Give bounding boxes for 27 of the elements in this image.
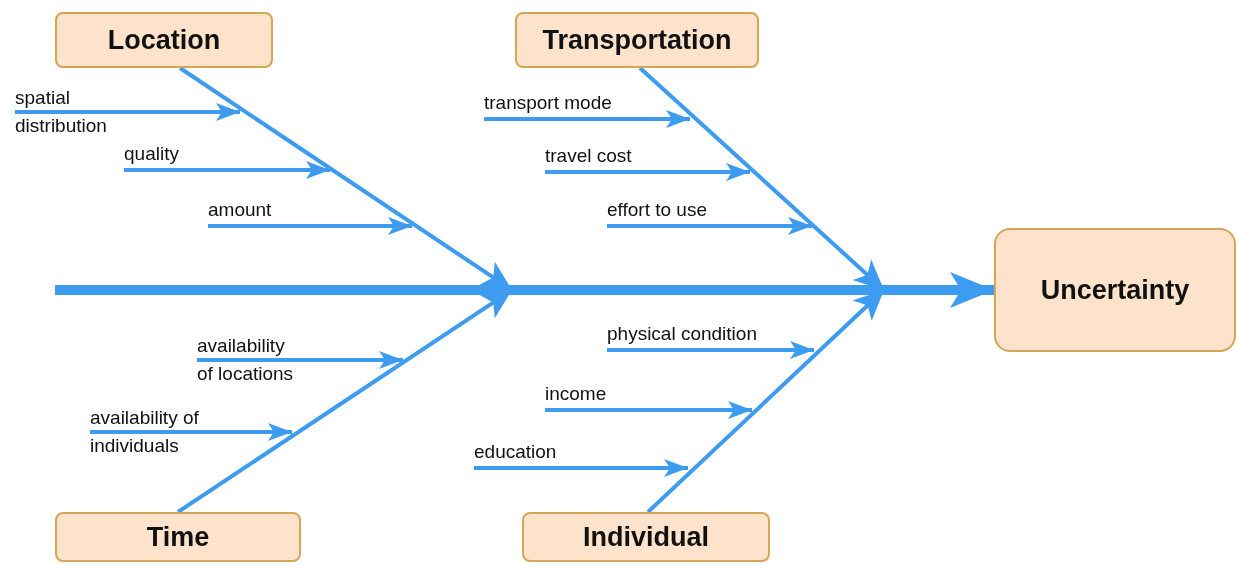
category-box: Uncertainty <box>994 228 1236 352</box>
arrow <box>484 110 690 128</box>
cause-label: income <box>545 380 695 408</box>
cause-label: transport mode <box>484 89 684 117</box>
category-box: Time <box>55 512 301 562</box>
cause-label: physical condition <box>607 320 817 348</box>
arrow <box>90 423 292 441</box>
cause-label: travel cost <box>545 142 725 170</box>
cause-label: availability of individuals <box>90 404 250 460</box>
category-box: Transportation <box>515 12 759 68</box>
cause-label: availability of locations <box>197 332 347 388</box>
arrow <box>474 459 688 477</box>
arrow <box>208 217 412 235</box>
arrow <box>545 163 750 181</box>
cause-label: amount <box>208 196 358 224</box>
cause-label: education <box>474 438 624 466</box>
arrow <box>15 103 240 121</box>
cause-label: quality <box>124 140 274 168</box>
category-box: Individual <box>522 512 770 562</box>
spine-arrow <box>55 272 994 308</box>
cause-label: effort to use <box>607 196 787 224</box>
arrow <box>607 217 812 235</box>
arrow <box>197 351 403 369</box>
arrow <box>607 341 814 359</box>
arrow <box>545 401 752 419</box>
category-box: Location <box>55 12 273 68</box>
arrow <box>124 161 330 179</box>
